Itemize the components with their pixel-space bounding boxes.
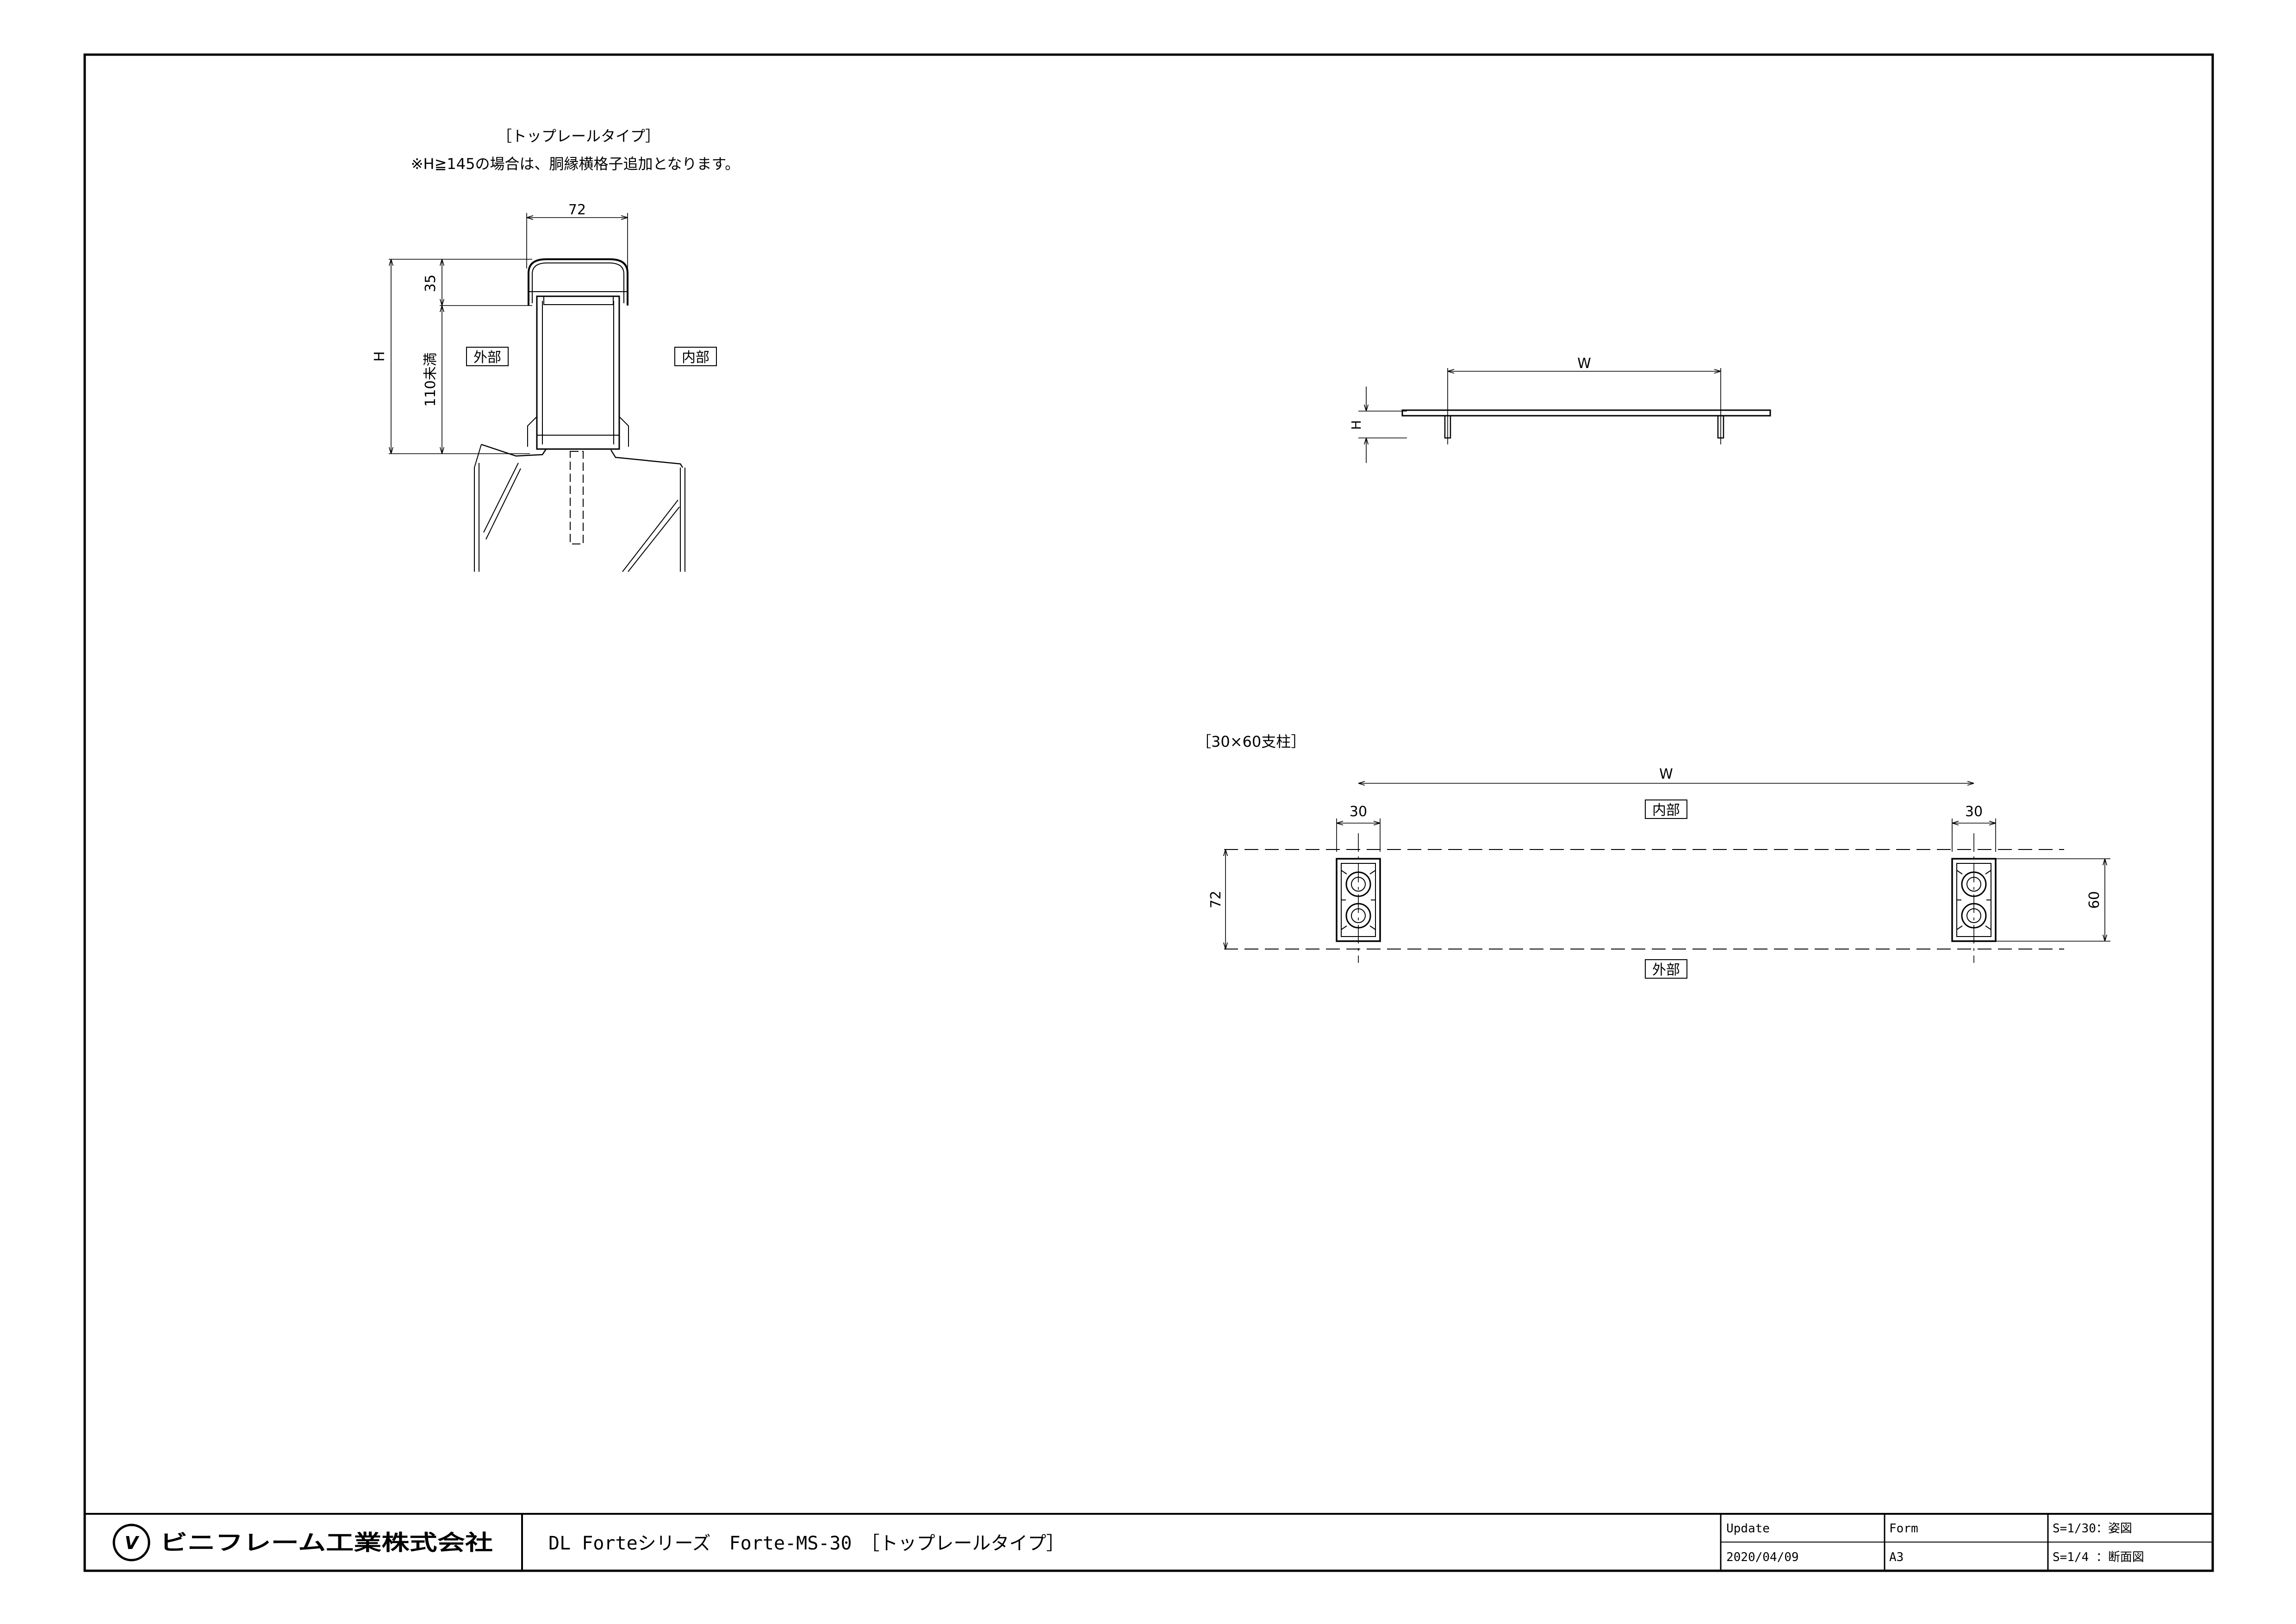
- company-logo-icon: V: [112, 1524, 150, 1562]
- dim-35-label: 35: [423, 275, 439, 292]
- plan-dim-72: 72: [1208, 891, 1224, 908]
- plan-inside-label: 内部: [1652, 802, 1680, 818]
- elevation-h-label: H: [1349, 420, 1364, 430]
- drawing-description: DL Forteシリーズ Forte-MS-30 ［トップレールタイプ］: [548, 1533, 1065, 1554]
- post-section-right: [1951, 858, 1997, 942]
- plan-title: ［30×60支柱］: [1196, 733, 1306, 750]
- section-outside-label: 外部: [473, 350, 501, 366]
- form-value: A3: [1889, 1550, 1904, 1564]
- plan-drawing: ［30×60支柱］ W 30 30 内部 外部 72 60: [1196, 733, 2110, 979]
- plan-outside-label: 外部: [1652, 962, 1680, 978]
- dim-110-label: 110未満: [423, 352, 439, 406]
- elevation-w-label: W: [1577, 356, 1591, 372]
- plan-dim-30-right: 30: [1965, 804, 1983, 820]
- company-name: ビニフレーム工業株式会社: [160, 1530, 493, 1555]
- section-title: ［トップレールタイプ］: [497, 127, 660, 145]
- plan-dim-30-left: 30: [1350, 804, 1367, 820]
- elevation-drawing: W H: [1349, 356, 1771, 463]
- sheet-border: [83, 53, 2214, 1572]
- update-value: 2020/04/09: [1726, 1550, 1799, 1564]
- section-drawing: ［トップレールタイプ］ ※H≧145の場合は、胴縁横格子追加となります。 72 …: [372, 127, 740, 572]
- dim-72-label: 72: [568, 202, 586, 218]
- section-inside-label: 内部: [682, 350, 709, 366]
- post-section-left: [1336, 858, 1381, 942]
- dim-h-label: H: [372, 351, 388, 362]
- update-label: Update: [1726, 1522, 1770, 1536]
- plan-w-label: W: [1659, 766, 1673, 782]
- form-label: Form: [1889, 1522, 1918, 1536]
- plan-dim-60: 60: [2086, 891, 2103, 909]
- svg-text:V: V: [124, 1533, 139, 1553]
- scale-section: S=1/4 ：断面図: [2053, 1550, 2144, 1564]
- title-block: V ビニフレーム工業株式会社 DL Forteシリーズ Forte-MS-30 …: [85, 1513, 2213, 1571]
- section-note: ※H≧145の場合は、胴縁横格子追加となります。: [411, 155, 740, 173]
- scale-elevation: S=1/30：姿図: [2053, 1522, 2132, 1536]
